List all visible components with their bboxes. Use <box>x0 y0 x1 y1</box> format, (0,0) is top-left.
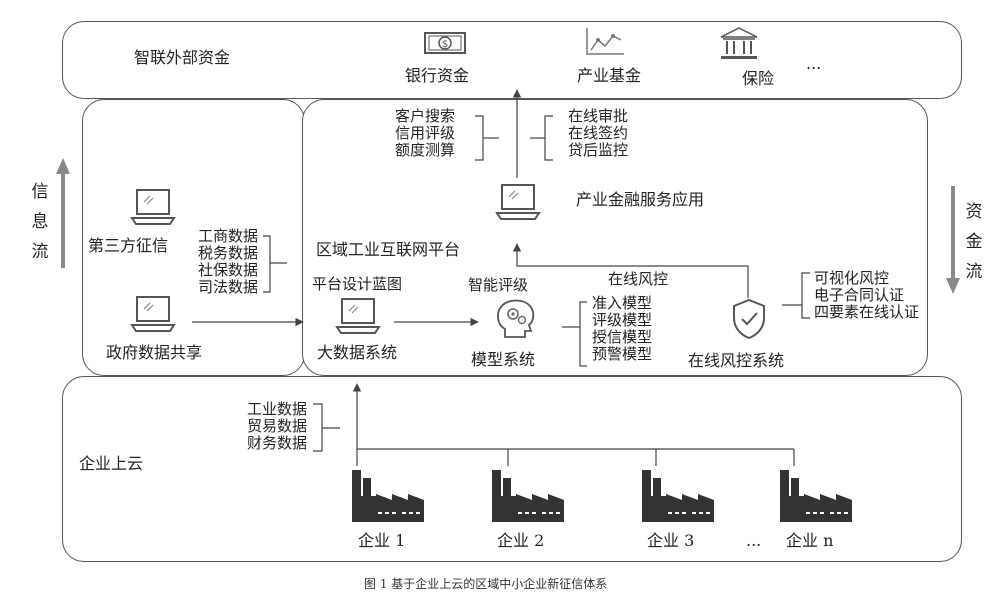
factory-icon <box>492 470 564 522</box>
laptop-icon <box>495 184 541 220</box>
company-label: 企业 3 <box>647 531 695 550</box>
model-list: 准入模型 评级模型 授信模型 预警模型 <box>592 294 653 363</box>
laptop-icon <box>335 298 381 334</box>
company-label: 企业 2 <box>497 531 545 550</box>
svg-text:$: $ <box>442 39 448 50</box>
laptop-icon <box>130 189 176 225</box>
external-funds-title: 智联外部资金 <box>134 48 231 67</box>
bank-cash-icon: $ <box>424 32 466 54</box>
credit-box <box>82 99 305 376</box>
bank-building-icon <box>720 27 758 59</box>
brain-gears-icon <box>497 299 535 338</box>
fund-flow-label: 资金流 <box>965 202 983 282</box>
third-party-credit-label: 第三方征信 <box>88 236 169 255</box>
smart-rating-label: 智能评级 <box>468 276 529 294</box>
platform-blueprint-label: 平台设计蓝图 <box>312 275 403 293</box>
platform-title: 区域工业互联网平台 <box>316 240 461 259</box>
laptop-icon <box>130 296 176 332</box>
external-funds-more: ... <box>806 54 822 73</box>
insurance-label: 保险 <box>742 69 775 88</box>
enterprise-more: ... <box>746 531 762 550</box>
credit-data-list: 工商数据 税务数据 社保数据 司法数据 <box>198 227 259 296</box>
fund-flow-arrow <box>946 186 960 294</box>
info-flow-arrow <box>56 158 70 268</box>
line-chart-icon <box>586 28 624 55</box>
service-app-label: 产业金融服务应用 <box>576 190 705 209</box>
enterprise-data-list: 工业数据 贸易数据 财务数据 <box>247 400 308 452</box>
platform-box <box>302 99 928 376</box>
enterprise-box <box>62 376 962 562</box>
big-data-system-label: 大数据系统 <box>317 343 398 362</box>
bank-funds-label: 银行资金 <box>405 66 470 85</box>
model-system-label: 模型系统 <box>471 350 536 369</box>
online-risk-label: 在线风控 <box>608 270 669 288</box>
company-label: 企业 n <box>786 531 834 550</box>
factory-icon <box>642 470 714 522</box>
figure-caption: 图 1 基于企业上云的区域中小企业新征信体系 <box>364 577 608 591</box>
external-funds-box <box>62 21 962 99</box>
service-left-list: 客户搜索 信用评级 额度测算 <box>395 107 456 159</box>
service-right-list: 在线审批 在线签约 贷后监控 <box>568 107 629 159</box>
company-label: 企业 1 <box>358 531 406 550</box>
online-risk-system-label: 在线风控系统 <box>688 351 785 370</box>
enterprise-cloud-title: 企业上云 <box>79 454 144 473</box>
gov-data-sharing-label: 政府数据共享 <box>106 343 203 362</box>
risk-items-list: 可视化风控 电子合同认证 四要素在线认证 <box>814 269 920 321</box>
shield-check-icon <box>733 298 765 340</box>
factory-icon <box>780 470 852 522</box>
industry-fund-label: 产业基金 <box>577 66 642 85</box>
info-flow-label: 信息流 <box>31 182 49 262</box>
factory-icon <box>352 470 424 522</box>
